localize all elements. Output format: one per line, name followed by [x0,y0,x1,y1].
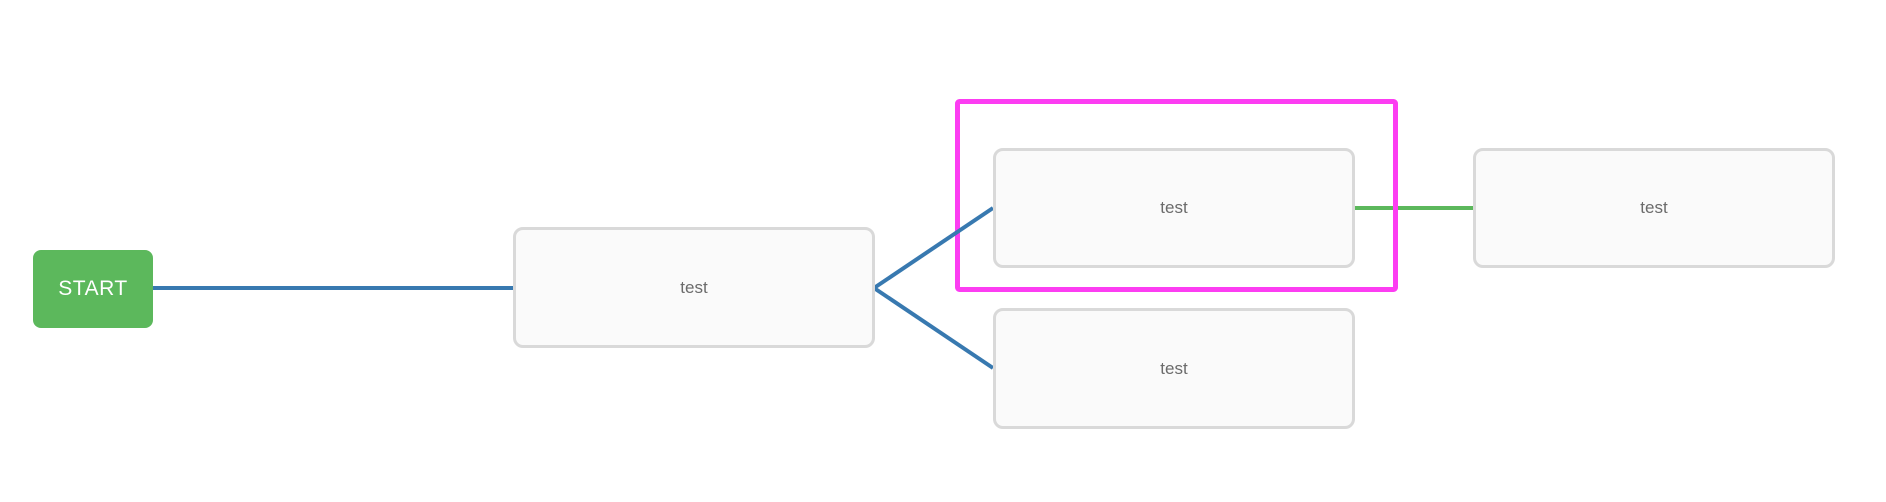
flow-node-label: test [1160,198,1188,217]
flow-node-bottom[interactable]: test [993,308,1355,429]
flow-node-label: test [680,277,708,297]
flow-node-top-selected[interactable]: test [993,148,1355,268]
flow-node-label: test [1640,198,1668,217]
flow-node-label: test [1160,358,1188,378]
connector-nodemid-to-nodebottom [872,286,995,370]
start-node-label: START [58,277,128,300]
flow-node-mid[interactable]: test [513,227,875,348]
start-node[interactable]: START [33,250,153,328]
selection-highlight-rect [955,99,1398,292]
connector-nodemid-to-nodetop [872,206,995,290]
flow-node-right[interactable]: test [1473,148,1835,268]
